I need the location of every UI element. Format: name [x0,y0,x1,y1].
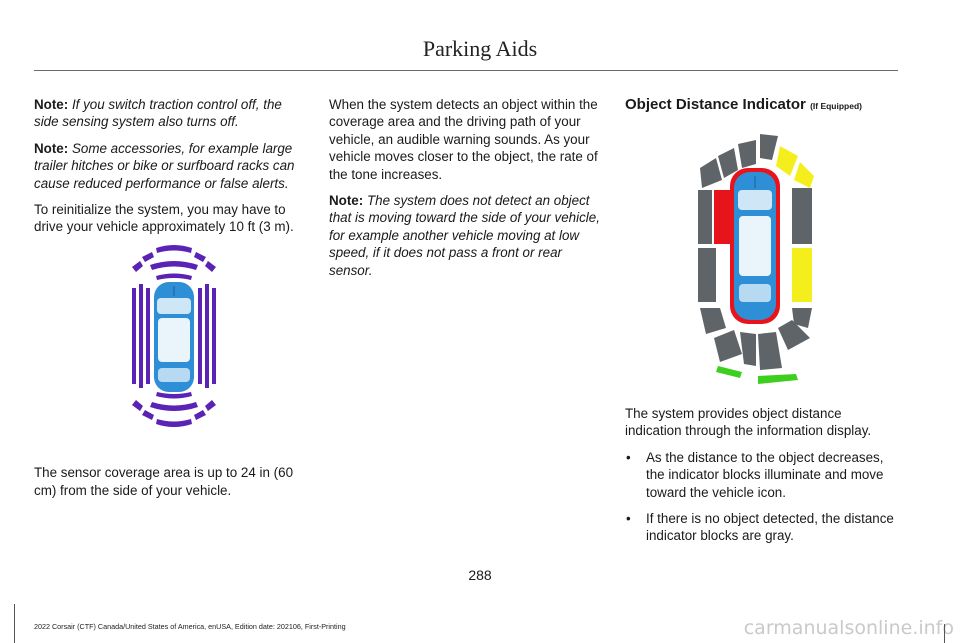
watermark: carmanualsonline.info [743,617,954,639]
car-top-view-icon [730,168,780,324]
crop-mark [944,624,945,643]
note-text: If you switch traction control off, the … [34,97,282,130]
list-item-text: As the distance to the object decreases,… [646,449,884,500]
column-1: Note: If you switch traction control off… [34,96,306,245]
paragraph-coverage-area: The sensor coverage area is up to 24 in … [34,465,294,498]
column-3-body: The system provides object distance indi… [625,405,900,554]
paragraph-information-display: The system provides object distance indi… [625,406,872,439]
note-label: Note: [329,193,364,209]
paragraph-reinitialize: To reinitialize the system, you may have… [34,202,294,235]
page-number: 288 [468,567,492,583]
distance-indicator-blocks [698,134,814,384]
note-label: Note: [34,97,69,112]
section-heading: Object Distance Indicator (If Equipped) [625,96,897,115]
column-2: When the system detects an object within… [329,96,601,288]
note-accessories: Note: Some accessories, for example larg… [34,140,306,192]
note-label: Note: [34,140,69,156]
note-moving-object: Note: The system does not detect an obje… [329,192,601,279]
header-divider [34,70,898,71]
side-sensor-coverage-illustration [132,245,216,427]
list-item-text: If there is no object detected, the dist… [646,511,894,544]
bullet-icon: • [626,449,631,465]
section-heading-text: Object Distance Indicator [625,96,806,113]
column-3: Object Distance Indicator (If Equipped) [625,96,897,125]
bullet-icon: • [626,511,631,527]
note-text: Some accessories, for example large trai… [34,140,295,191]
paragraph-audible-warning: When the system detects an object within… [329,97,598,182]
list-item: • As the distance to the object decrease… [625,449,900,501]
list-item: • If there is no object detected, the di… [625,510,900,545]
note-traction: Note: If you switch traction control off… [34,96,306,131]
footer-edition-text: 2022 Corsair (CTF) Canada/United States … [34,622,346,631]
page-header-title: Parking Aids [422,36,538,61]
crop-mark [14,604,15,643]
if-equipped-label: (If Equipped) [810,101,862,111]
sensor-zone-marks [132,245,216,427]
object-distance-indicator-illustration [698,134,814,384]
note-text: The system does not detect an object tha… [329,193,600,278]
bullet-list: • As the distance to the object decrease… [625,449,900,545]
car-top-view-icon [154,282,194,392]
